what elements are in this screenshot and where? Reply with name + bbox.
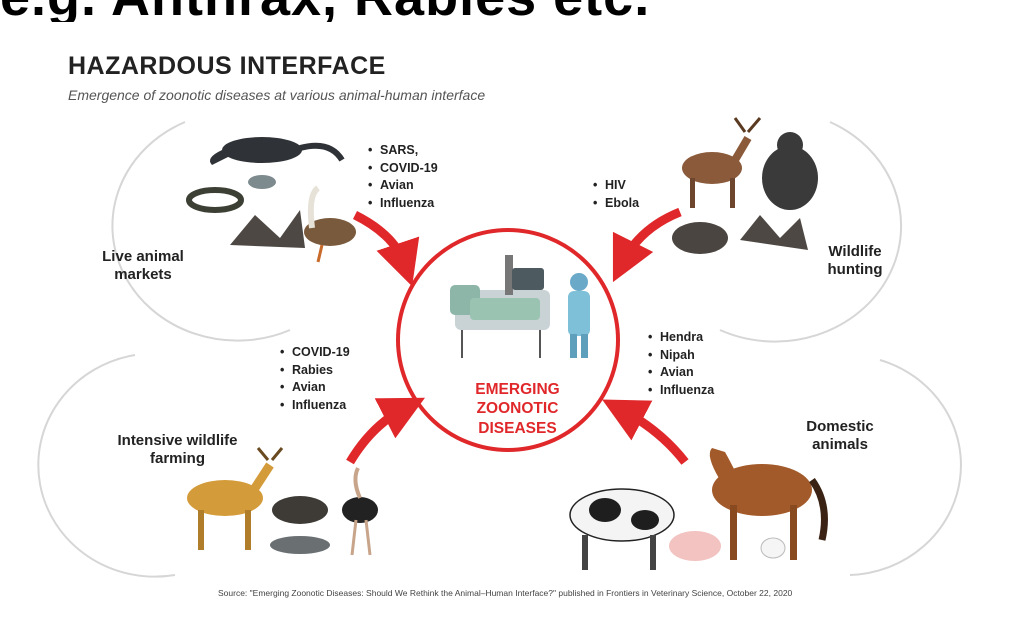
label-domestic-animals: Domestic animals <box>795 418 885 454</box>
disease-item: Hendra <box>648 330 714 346</box>
disease-item-continuation: Influenza <box>648 383 714 399</box>
disease-item: Avian <box>368 178 438 194</box>
disease-item: Avian <box>280 380 350 396</box>
domestic-animals-illustration <box>569 448 828 570</box>
disease-item-continuation: COVID-19 <box>368 161 438 177</box>
disease-item: SARS, <box>368 143 438 159</box>
disease-item: Ebola <box>593 196 639 212</box>
arc-bottom-left <box>37 354 176 578</box>
disease-item: Rabies <box>280 363 350 379</box>
infographic-subtitle: Emergence of zoonotic diseases at variou… <box>68 87 486 103</box>
disease-list-wildlife-farming: COVID-19 Rabies Avian Influenza <box>280 345 350 416</box>
disease-item: COVID-19 <box>280 345 350 361</box>
live-market-animals-illustration <box>186 137 356 263</box>
center-circle <box>396 228 620 452</box>
disease-text: Influenza <box>660 382 715 397</box>
label-farming-line2: farming <box>149 450 205 467</box>
label-live-markets-line1: Live animal <box>102 248 184 265</box>
arc-top-left <box>111 121 291 342</box>
label-intensive-wildlife-farming: Intensive wildlife farming <box>75 432 280 468</box>
label-domestic-line2: animals <box>812 436 868 453</box>
infographic-title: HAZARDOUS INTERFACE <box>68 52 386 80</box>
disease-item: HIV <box>593 178 639 194</box>
label-wildlife-hunting: Wildlife hunting <box>810 243 900 279</box>
banner-text: e.g. Anthrax, Rabies etc. <box>0 0 650 22</box>
center-line2: ZOONOTIC <box>476 400 559 418</box>
quadrant-arcs <box>37 121 962 578</box>
disease-list-wildlife-hunting: HIV Ebola <box>593 178 639 213</box>
disease-text: COVID-19 <box>380 160 438 175</box>
center-line3: DISEASES <box>478 419 557 437</box>
disease-text: Influenza <box>292 397 347 412</box>
arrows <box>346 207 689 465</box>
disease-list-domestic: Hendra Nipah Avian Influenza <box>648 330 714 401</box>
disease-item-continuation: Influenza <box>280 398 350 414</box>
disease-item: Avian <box>648 365 714 381</box>
label-hunting-line2: hunting <box>827 261 883 278</box>
arrow-top-left <box>352 210 420 287</box>
label-domestic-line1: Domestic <box>806 418 874 435</box>
arrow-bottom-left <box>346 397 425 465</box>
hospital-scene-illustration <box>450 255 590 358</box>
arrow-bottom-right <box>602 399 689 465</box>
center-emerging-zoonotic-diseases-label: EMERGING ZOONOTIC DISEASES <box>425 380 610 438</box>
source-citation: Source: "Emerging Zoonotic Diseases: Sho… <box>218 588 793 598</box>
wildlife-farming-animals-illustration <box>187 447 378 556</box>
disease-item-continuation: Influenza <box>368 196 438 212</box>
top-banner-cropped-text: e.g. Anthrax, Rabies etc. <box>0 0 1015 22</box>
arc-top-right <box>719 121 903 343</box>
label-farming-line1: Intensive wildlife <box>117 432 238 449</box>
disease-list-live-markets: SARS, COVID-19 Avian Influenza <box>368 143 438 214</box>
disease-text: Influenza <box>380 195 435 210</box>
label-live-animal-markets: Live animal markets <box>88 248 198 284</box>
center-line1: EMERGING <box>475 381 560 398</box>
arc-bottom-right <box>849 359 962 576</box>
arrow-top-right <box>612 207 682 283</box>
disease-item: Nipah <box>648 348 714 364</box>
label-live-markets-line2: markets <box>114 266 172 283</box>
wildlife-hunting-animals-illustration <box>672 117 818 254</box>
label-hunting-line1: Wildlife <box>828 243 882 260</box>
